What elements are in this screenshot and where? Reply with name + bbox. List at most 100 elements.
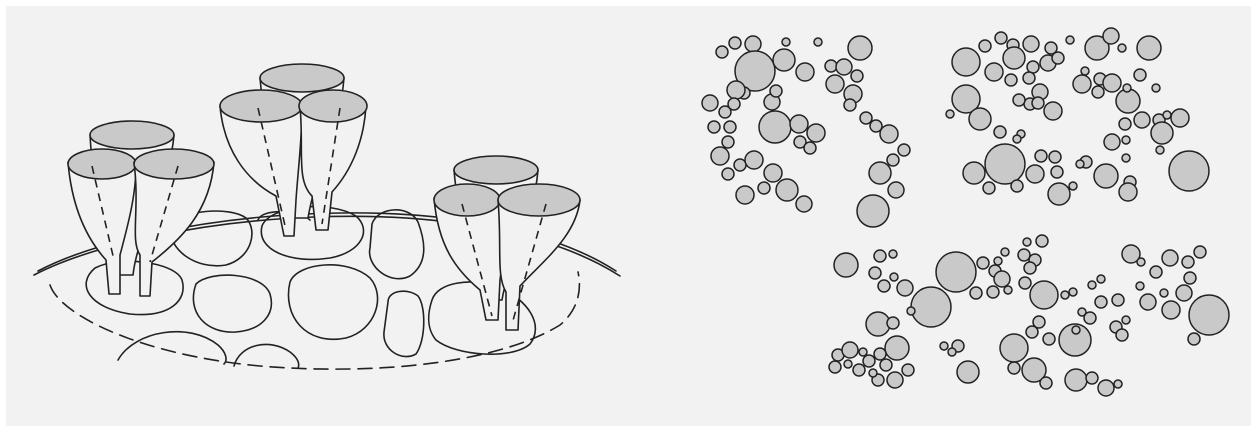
- particle: [848, 36, 872, 60]
- particle: [1137, 258, 1145, 266]
- particle: [702, 95, 718, 111]
- particle: [1176, 285, 1192, 301]
- particle: [948, 348, 956, 356]
- particle: [1030, 281, 1058, 309]
- particle: [728, 98, 740, 110]
- particle: [1026, 326, 1038, 338]
- particle: [1004, 286, 1012, 294]
- particle: [729, 37, 741, 49]
- particle: [842, 342, 858, 358]
- particle: [1162, 301, 1180, 319]
- particle: [776, 179, 798, 201]
- particle: [844, 99, 856, 111]
- aggregates-panel: [702, 28, 1229, 396]
- particle: [1008, 362, 1020, 374]
- particle: [1150, 266, 1162, 278]
- particle: [804, 142, 816, 154]
- particle: [1026, 165, 1044, 183]
- particle: [814, 38, 822, 46]
- particle: [985, 63, 1003, 81]
- particle: [1000, 334, 1028, 362]
- particle: [885, 336, 909, 360]
- particle: [869, 267, 881, 279]
- particle: [853, 364, 865, 376]
- particle: [1171, 109, 1189, 127]
- particle: [979, 40, 991, 52]
- particle: [887, 317, 899, 329]
- funnel-top: [498, 184, 580, 216]
- particle: [1163, 111, 1171, 119]
- particle: [977, 257, 989, 269]
- particle: [1122, 154, 1130, 162]
- particle: [995, 32, 1007, 44]
- particle: [860, 112, 872, 124]
- particle: [1098, 380, 1114, 396]
- particle: [708, 121, 720, 133]
- particle: [880, 359, 892, 371]
- cell: [384, 291, 424, 356]
- figure-svg: [6, 6, 1251, 426]
- aggregate-2: [946, 28, 1209, 205]
- particle: [1118, 44, 1126, 52]
- particle: [1134, 69, 1146, 81]
- particle: [1023, 36, 1039, 52]
- particle: [869, 369, 877, 377]
- particle: [1069, 288, 1077, 296]
- particle: [724, 121, 736, 133]
- particle: [1086, 372, 1098, 384]
- particle: [1114, 380, 1122, 388]
- particle: [1104, 134, 1120, 150]
- funnel-top: [299, 90, 367, 122]
- particle: [994, 126, 1006, 138]
- particle: [1013, 135, 1021, 143]
- funnel-cluster-1: [68, 121, 214, 296]
- aggregate-5: [1116, 245, 1229, 345]
- cell: [86, 261, 183, 314]
- particle: [1160, 289, 1168, 297]
- particle: [1162, 250, 1178, 266]
- particle: [911, 287, 951, 327]
- particle: [874, 250, 886, 262]
- particle: [957, 361, 979, 383]
- particle: [1169, 151, 1209, 191]
- particle: [829, 361, 841, 373]
- cell: [193, 275, 271, 332]
- particle: [874, 348, 886, 360]
- particle: [898, 144, 910, 156]
- funnel-top: [220, 90, 302, 122]
- particle: [796, 196, 812, 212]
- particle: [1005, 74, 1017, 86]
- particle: [825, 60, 837, 72]
- particle: [1043, 333, 1055, 345]
- particle: [773, 49, 795, 71]
- particle: [764, 164, 782, 182]
- particle: [1073, 75, 1091, 93]
- particle: [1151, 122, 1173, 144]
- particle: [1044, 102, 1062, 120]
- particle: [889, 250, 897, 258]
- particle: [994, 271, 1010, 287]
- particle: [1182, 256, 1194, 268]
- particle: [1048, 183, 1070, 205]
- particle: [1027, 61, 1039, 73]
- particle: [936, 252, 976, 292]
- particle: [1123, 84, 1131, 92]
- particle: [796, 63, 814, 81]
- figure-canvas: [6, 6, 1251, 426]
- particle: [727, 81, 745, 99]
- particle: [1122, 316, 1130, 324]
- particle: [1140, 294, 1156, 310]
- particle: [1011, 180, 1023, 192]
- particle: [1001, 248, 1009, 256]
- particle: [1184, 272, 1196, 284]
- particle: [1076, 160, 1084, 168]
- particle: [1018, 249, 1030, 261]
- particle: [745, 36, 761, 52]
- particle: [1189, 295, 1229, 335]
- particle: [859, 348, 867, 356]
- particle: [887, 154, 899, 166]
- funnel-top: [434, 184, 500, 216]
- funnel-body: [498, 200, 580, 330]
- particle: [1152, 84, 1160, 92]
- particle: [1097, 275, 1105, 283]
